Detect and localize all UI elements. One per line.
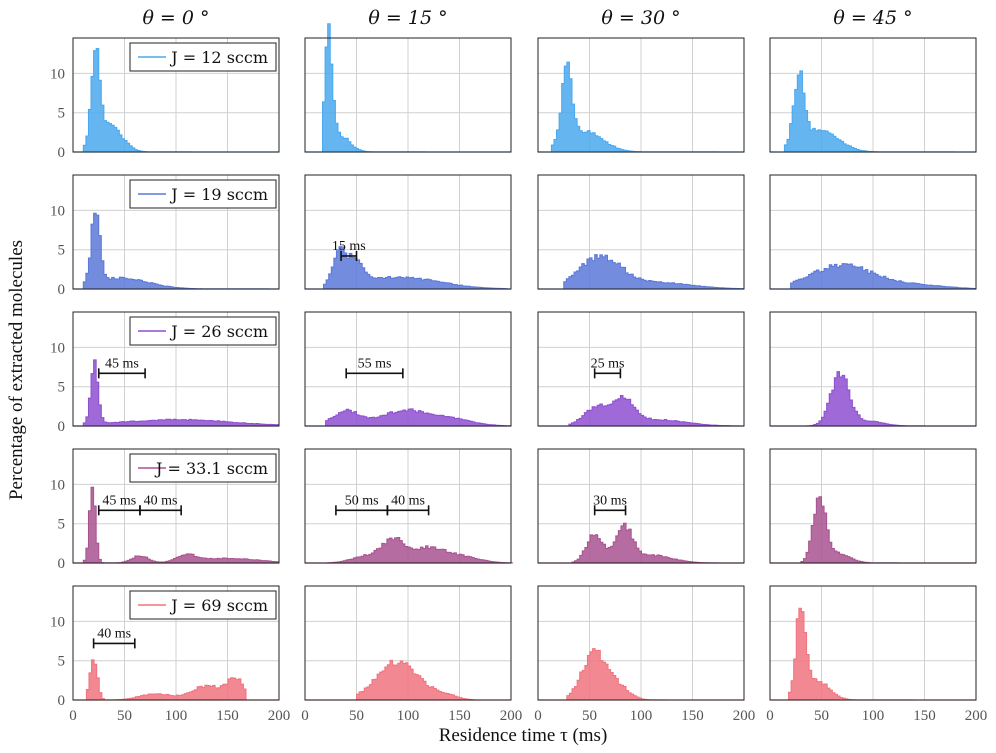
panel-frame	[769, 448, 977, 564]
panel-frame	[769, 37, 977, 153]
histogram-bars	[783, 70, 955, 153]
panel-frame	[72, 585, 280, 701]
panel-frame	[72, 448, 280, 564]
x-tick-label: 50	[582, 708, 597, 724]
x-tick-label: 150	[448, 708, 471, 724]
interval-label: 25 ms	[591, 356, 625, 371]
histogram-bars	[568, 395, 740, 427]
histogram-bars	[566, 648, 668, 701]
column-title-3: θ = 45 °	[833, 7, 912, 29]
x-tick-label: 100	[397, 708, 420, 724]
interval-label: 55 ms	[358, 356, 392, 371]
histogram-bars	[550, 61, 719, 153]
histogram-bars	[563, 254, 745, 290]
histogram-bars	[325, 408, 512, 427]
histogram-bars	[323, 246, 508, 290]
y-tick-label: 10	[50, 477, 65, 493]
y-tick-label: 0	[58, 145, 66, 161]
x-tick-label: 150	[681, 708, 704, 724]
column-title-0: θ = 0 °	[142, 7, 209, 29]
y-tick-label: 0	[58, 556, 66, 572]
legend-label: J = 19 sccm	[169, 185, 268, 204]
interval-label: 45 ms	[105, 356, 139, 371]
x-tick-label: 50	[117, 708, 132, 724]
y-tick-label: 0	[58, 693, 66, 709]
panel-frame	[769, 585, 977, 701]
interval-label: 40 ms	[144, 493, 178, 508]
panel-frame	[537, 174, 745, 290]
histogram-bars	[800, 496, 900, 564]
panel-frame	[72, 37, 280, 153]
panel-frame	[769, 174, 977, 290]
y-axis-title: Percentage of extracted molecules	[6, 240, 27, 500]
panel-frame	[769, 311, 977, 427]
y-tick-label: 0	[58, 282, 66, 298]
interval-label: 45 ms	[102, 493, 136, 508]
histogram-bars	[790, 263, 977, 290]
panel-frame	[304, 311, 512, 427]
x-tick-label: 100	[862, 708, 885, 724]
histogram-bars	[82, 359, 280, 427]
x-tick-label: 200	[733, 708, 756, 724]
histogram-bars	[571, 522, 719, 564]
panel-frame	[537, 311, 745, 427]
panel-frame	[304, 585, 512, 701]
column-title-1: θ = 15 °	[368, 7, 447, 29]
y-tick-label: 10	[50, 66, 65, 82]
interval-label: 15 ms	[332, 239, 366, 254]
y-tick-label: 10	[50, 614, 65, 630]
panel-frame	[537, 37, 745, 153]
legend-box	[129, 316, 277, 346]
y-tick-label: 5	[58, 654, 66, 670]
legend-label: J = 33.1 sccm	[154, 459, 268, 478]
panel-frame	[537, 448, 745, 564]
y-tick-label: 10	[50, 340, 65, 356]
legend-label: J = 12 sccm	[169, 48, 268, 67]
histogram-bars	[85, 659, 247, 701]
y-tick-label: 5	[58, 106, 66, 122]
histogram-bars	[788, 607, 915, 701]
interval-label: 40 ms	[97, 626, 131, 641]
y-tick-label: 5	[58, 380, 66, 396]
panel-frame	[537, 585, 745, 701]
interval-label: 30 ms	[593, 493, 627, 508]
y-tick-label: 0	[58, 419, 66, 435]
column-title-2: θ = 30 °	[601, 7, 680, 29]
y-tick-label: 5	[58, 517, 66, 533]
x-tick-label: 0	[534, 708, 542, 724]
interval-label: 50 ms	[345, 493, 379, 508]
histogram-bars	[356, 659, 476, 701]
panel-frame	[304, 174, 512, 290]
panel-frame	[72, 174, 280, 290]
x-tick-label: 200	[500, 708, 523, 724]
x-tick-label: 100	[165, 708, 188, 724]
x-tick-label: 0	[69, 708, 77, 724]
x-tick-label: 200	[965, 708, 988, 724]
panel-frame	[304, 37, 512, 153]
x-tick-label: 50	[814, 708, 829, 724]
histogram-bars	[805, 371, 925, 427]
legend-label: J = 26 sccm	[169, 322, 268, 341]
x-tick-label: 0	[766, 708, 774, 724]
panel-frame	[304, 448, 512, 564]
x-tick-label: 0	[301, 708, 309, 724]
x-tick-label: 50	[349, 708, 364, 724]
y-tick-label: 10	[50, 203, 65, 219]
legend-label: J = 69 sccm	[169, 596, 268, 615]
x-tick-label: 150	[913, 708, 936, 724]
histogram-bars	[322, 23, 426, 153]
y-tick-label: 5	[58, 243, 66, 259]
panel-frame	[72, 311, 280, 427]
x-axis-title: Residence time τ (ms)	[439, 725, 608, 746]
interval-label: 40 ms	[391, 493, 425, 508]
x-tick-label: 200	[268, 708, 291, 724]
histogram-bars	[327, 537, 514, 564]
x-tick-label: 100	[630, 708, 653, 724]
x-tick-label: 150	[216, 708, 239, 724]
